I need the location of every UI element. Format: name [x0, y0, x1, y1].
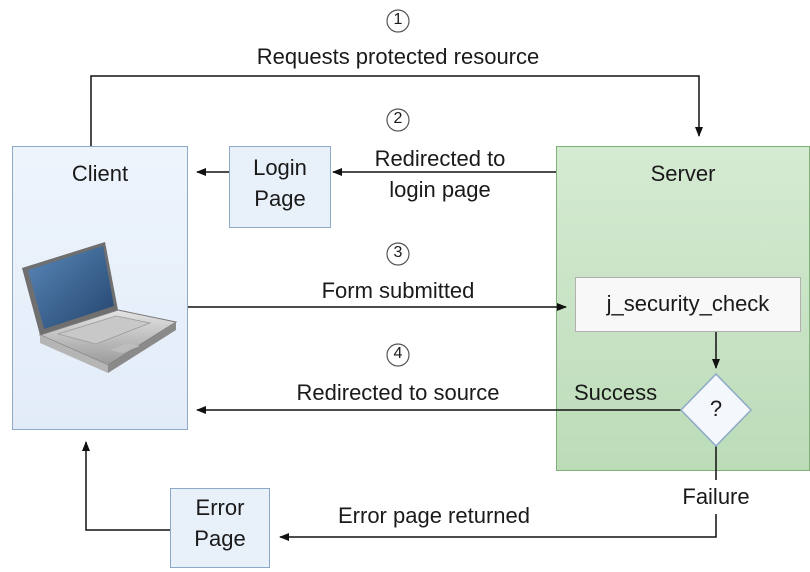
- step-4-circle: [386, 343, 410, 367]
- step-2-circle: [386, 108, 410, 132]
- step-2-number: 2: [393, 110, 403, 127]
- security-check-box: j_security_check: [575, 277, 801, 332]
- error-page-line1: Error: [195, 495, 245, 520]
- login-page-line2: Page: [254, 186, 306, 211]
- error-page-line2: Page: [194, 526, 246, 551]
- login-page-box: Login Page: [229, 146, 331, 228]
- error-page-box: Error Page: [170, 488, 270, 568]
- step-1-circle: [386, 9, 410, 33]
- step-2-label-line2: login page: [389, 177, 491, 202]
- decision-diamond: [679, 372, 753, 448]
- step-3-label: Form submitted: [321, 278, 475, 303]
- client-title: Client: [71, 161, 129, 186]
- failure-label: Failure: [682, 484, 750, 509]
- arrow-error-to-client: [82, 441, 170, 531]
- step-3-circle: [386, 242, 410, 266]
- step-1-label: Requests protected resource: [256, 44, 540, 69]
- step-2-label-line1: Redirected to: [374, 146, 506, 171]
- error-returned-label: Error page returned: [338, 503, 530, 528]
- login-page-line1: Login: [253, 155, 307, 180]
- step-1-number: 1: [393, 11, 403, 28]
- decision-symbol: ?: [709, 396, 723, 421]
- step-3-number: 3: [393, 244, 403, 261]
- step-4-label: Redirected to source: [296, 380, 500, 405]
- step-4-number: 4: [393, 345, 403, 362]
- success-label: Success: [574, 380, 658, 405]
- security-check-label: j_security_check: [606, 291, 770, 316]
- arrow-error-returned: [279, 514, 717, 541]
- server-title: Server: [650, 161, 716, 186]
- arrow-request: [90, 75, 703, 146]
